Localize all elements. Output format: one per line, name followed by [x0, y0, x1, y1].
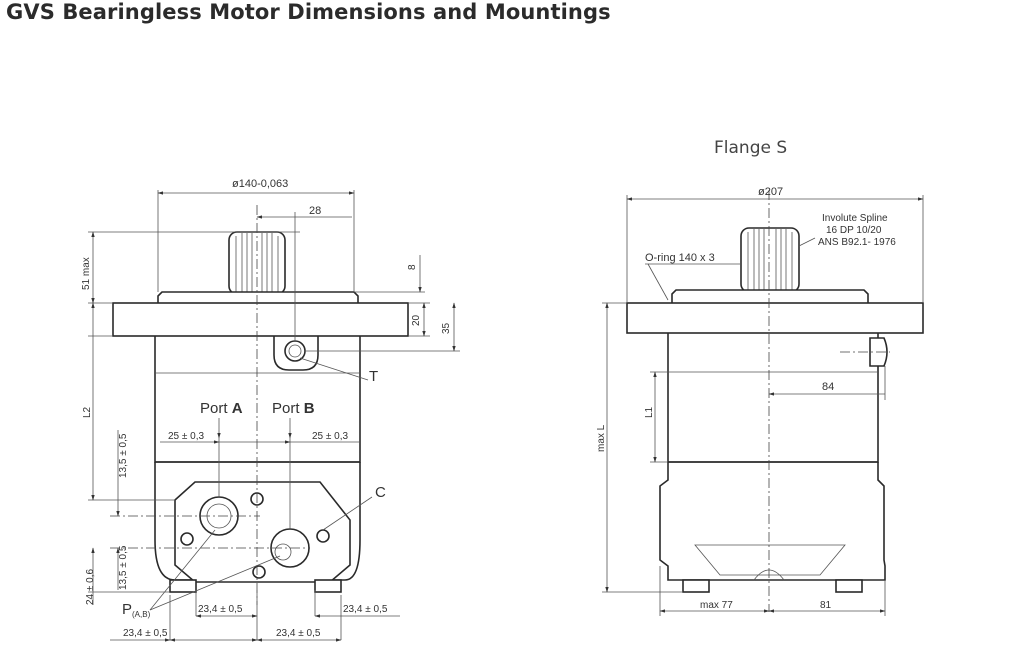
- label-p: P(A,B): [122, 601, 151, 619]
- dim-8: 8: [407, 264, 418, 270]
- dim-28: 28: [309, 205, 321, 217]
- label-c: C: [375, 484, 386, 501]
- page-title: GVS Bearingless Motor Dimensions and Mou…: [6, 0, 611, 24]
- mount-hole-2: [180, 532, 194, 546]
- dim-maxL: max L: [596, 424, 607, 452]
- dim-23a: 23,4 ± 0,5: [198, 604, 243, 615]
- right-foot-2: [835, 579, 863, 593]
- right-flange: [626, 302, 924, 334]
- dim-13b: 13,5 ± 0,5: [118, 545, 129, 590]
- dim-25a: 25 ± 0,3: [168, 431, 205, 442]
- label-t: T: [369, 368, 378, 385]
- mount-hole-4: [252, 565, 266, 579]
- left-pilot: [157, 291, 359, 303]
- mount-hole-3: [316, 529, 330, 543]
- dim-81: 81: [820, 600, 832, 611]
- t-port-boss: [273, 336, 319, 371]
- dim-23b: 23,4 ± 0,5: [343, 604, 388, 615]
- right-shaft-spline: [740, 227, 800, 293]
- dim-84: 84: [822, 381, 834, 393]
- dim-L1: L1: [644, 406, 655, 418]
- left-view: ø140-0,063 28 51 max 8 20 35 T L2 Port A: [81, 178, 460, 642]
- dim-23d: 23,4 ± 0,5: [276, 628, 321, 639]
- left-flange: [112, 302, 409, 337]
- dim-24: 24 ± 0,6: [85, 568, 96, 605]
- spline-spec-3: ANS B92.1- 1976: [818, 237, 896, 248]
- right-foot-1: [682, 579, 710, 593]
- t-port: [284, 340, 306, 362]
- dim-35: 35: [441, 322, 452, 334]
- left-body: [154, 336, 361, 463]
- left-foot-2: [314, 579, 342, 593]
- right-lower-body: [659, 462, 886, 581]
- dim-20: 20: [411, 314, 422, 326]
- dim-dia207: ø207: [758, 186, 783, 198]
- oring-label: O-ring 140 x 3: [645, 252, 715, 264]
- port-cavity: [694, 544, 846, 576]
- dim-25b: 25 ± 0,3: [312, 431, 349, 442]
- dim-23c: 23,4 ± 0,5: [123, 628, 168, 639]
- dim-51max: 51 max: [81, 257, 92, 290]
- label-port-b: Port B: [272, 400, 315, 417]
- right-pilot: [671, 289, 869, 303]
- spline-spec-2: 16 DP 10/20: [826, 225, 882, 236]
- label-port-a: Port A: [200, 400, 243, 417]
- flange-title: Flange S: [714, 138, 787, 158]
- dim-dia140: ø140-0,063: [232, 178, 288, 190]
- left-foot-1: [169, 579, 197, 593]
- dim-max77: max 77: [700, 600, 733, 611]
- right-view: Flange S: [596, 138, 924, 616]
- dim-L2: L2: [82, 406, 93, 418]
- dim-13a: 13,5 ± 0,5: [118, 433, 129, 478]
- spline-spec-1: Involute Spline: [822, 213, 888, 224]
